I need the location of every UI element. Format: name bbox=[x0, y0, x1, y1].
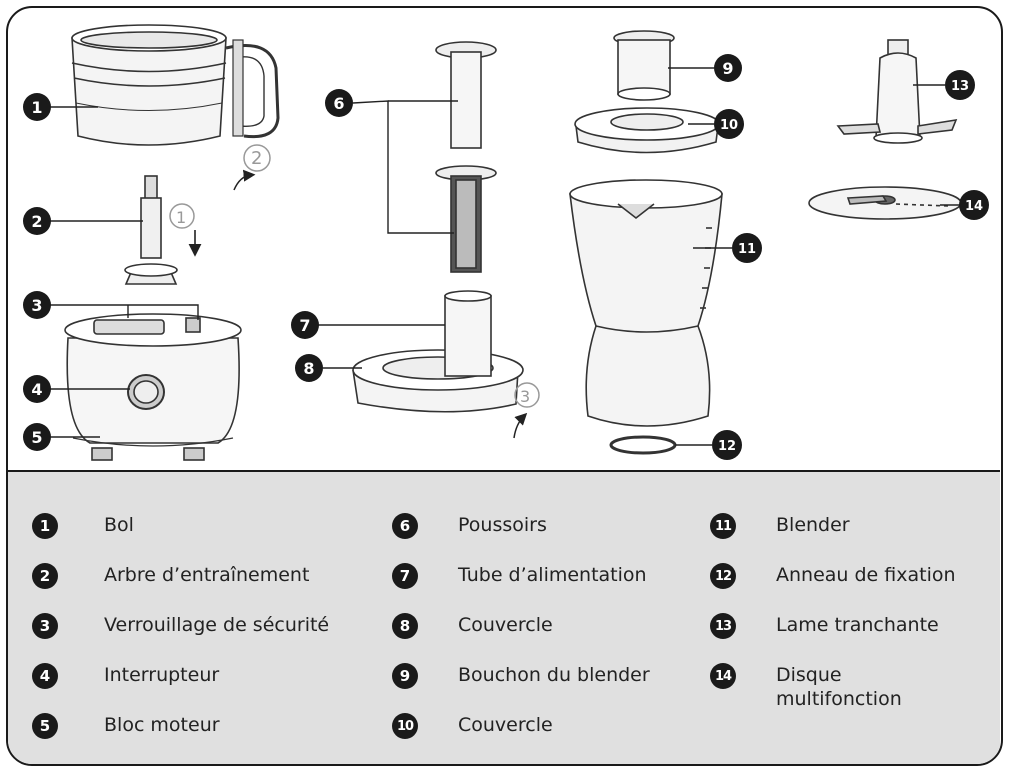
blender-lid-part bbox=[574, 107, 720, 154]
svg-text:7: 7 bbox=[299, 316, 310, 335]
blender-jar-part bbox=[569, 179, 723, 427]
svg-text:4: 4 bbox=[31, 380, 42, 399]
legend-item-12: 12 Anneau de fixation bbox=[710, 563, 956, 589]
callout-11: 11 bbox=[732, 233, 762, 263]
chopping-blade-part bbox=[836, 39, 958, 144]
rotation-mark-3: 3 bbox=[520, 387, 530, 406]
svg-text:13: 13 bbox=[951, 79, 969, 94]
legend-label: Couvercle bbox=[458, 614, 553, 636]
legend-label: Couvercle bbox=[458, 714, 553, 736]
legend-item-6: 6 Poussoirs bbox=[392, 513, 547, 539]
blender-cap-part bbox=[613, 30, 675, 101]
legend-label: Lame tranchante bbox=[776, 614, 939, 636]
legend-number: 5 bbox=[32, 713, 58, 739]
legend-item-13: 13 Lame tranchante bbox=[710, 613, 939, 639]
svg-text:1: 1 bbox=[31, 98, 42, 117]
legend-label: Verrouillage de sécurité bbox=[104, 614, 330, 636]
pushers-part bbox=[435, 41, 497, 273]
legend-number: 2 bbox=[32, 563, 58, 589]
multifunction-disc-part bbox=[808, 186, 962, 220]
legend-item-8: 8 Couvercle bbox=[392, 613, 553, 639]
legend-item-5: 5 Bloc moteur bbox=[32, 713, 220, 739]
legend-number: 11 bbox=[710, 513, 736, 539]
svg-text:2: 2 bbox=[31, 212, 42, 231]
callout-12: 12 bbox=[712, 430, 742, 460]
legend-item-11: 11 Blender bbox=[710, 513, 850, 539]
legend-label: Bloc moteur bbox=[104, 714, 220, 736]
exploded-view-diagram: 2 1 bbox=[23, 24, 989, 461]
rotation-mark-2: 2 bbox=[251, 148, 262, 169]
legend-label: Blender bbox=[776, 514, 850, 536]
legend-number: 9 bbox=[392, 663, 418, 689]
svg-text:14: 14 bbox=[965, 199, 983, 214]
bowl-part bbox=[71, 24, 280, 146]
legend-number: 7 bbox=[392, 563, 418, 589]
legend-label: Interrupteur bbox=[104, 664, 220, 686]
legend-number: 12 bbox=[710, 563, 736, 589]
lid-part bbox=[352, 290, 524, 413]
legend-item-2: 2 Arbre d’entraînement bbox=[32, 563, 309, 589]
legend-label: Arbre d’entraînement bbox=[104, 564, 310, 586]
legend-label: Bol bbox=[104, 514, 134, 536]
callout-7: 7 bbox=[291, 311, 319, 339]
legend-number: 10 bbox=[392, 713, 418, 739]
svg-text:12: 12 bbox=[718, 439, 736, 454]
svg-text:5: 5 bbox=[31, 428, 42, 447]
motor-base-part bbox=[64, 313, 242, 461]
callout-3: 3 bbox=[23, 291, 51, 319]
legend-label: Anneau de fixation bbox=[776, 564, 956, 586]
legend-item-7: 7 Tube d’alimentation bbox=[392, 563, 647, 589]
svg-text:8: 8 bbox=[303, 359, 314, 378]
legend-number: 4 bbox=[32, 663, 58, 689]
diagram-frame: 2 1 bbox=[6, 6, 1003, 766]
legend-number: 1 bbox=[32, 513, 58, 539]
callout-10: 10 bbox=[714, 109, 744, 139]
legend-number: 14 bbox=[710, 663, 736, 689]
callout-6: 6 bbox=[325, 89, 353, 117]
callout-8: 8 bbox=[295, 354, 323, 382]
seal-ring-part bbox=[609, 435, 677, 455]
legend-panel: 1 Bol 2 Arbre d’entraînement 3 Verrouillage… bbox=[8, 470, 1000, 764]
callout-1: 1 bbox=[23, 93, 51, 121]
legend-number: 13 bbox=[710, 613, 736, 639]
leader-lines bbox=[48, 67, 960, 446]
svg-text:11: 11 bbox=[738, 242, 756, 257]
drive-shaft-part bbox=[124, 175, 178, 285]
legend-number: 6 bbox=[392, 513, 418, 539]
callout-5: 5 bbox=[23, 423, 51, 451]
legend-label: Poussoirs bbox=[458, 514, 547, 536]
legend-item-3: 3 Verrouillage de sécurité bbox=[32, 613, 329, 639]
svg-text:9: 9 bbox=[722, 59, 733, 78]
legend-label: Tube d’alimentation bbox=[458, 564, 647, 586]
legend-number: 8 bbox=[392, 613, 418, 639]
legend-item-4: 4 Interrupteur bbox=[32, 663, 219, 689]
legend-item-10: 10 Couvercle bbox=[392, 713, 553, 739]
rotation-mark-1: 1 bbox=[176, 208, 186, 227]
legend-item-14: 14 Disque multifonction bbox=[710, 663, 946, 711]
callout-14: 14 bbox=[959, 190, 989, 220]
callout-9: 9 bbox=[714, 54, 742, 82]
legend-item-9: 9 Bouchon du blender bbox=[392, 663, 650, 689]
callout-4: 4 bbox=[23, 375, 51, 403]
svg-text:6: 6 bbox=[333, 94, 344, 113]
legend-item-1: 1 Bol bbox=[32, 513, 134, 539]
legend-label: Bouchon du blender bbox=[458, 664, 650, 686]
callout-2: 2 bbox=[23, 207, 51, 235]
legend-label: Disque multifonction bbox=[776, 664, 902, 710]
callout-13: 13 bbox=[945, 70, 975, 100]
svg-text:3: 3 bbox=[31, 296, 42, 315]
legend-number: 3 bbox=[32, 613, 58, 639]
svg-text:10: 10 bbox=[720, 118, 738, 133]
